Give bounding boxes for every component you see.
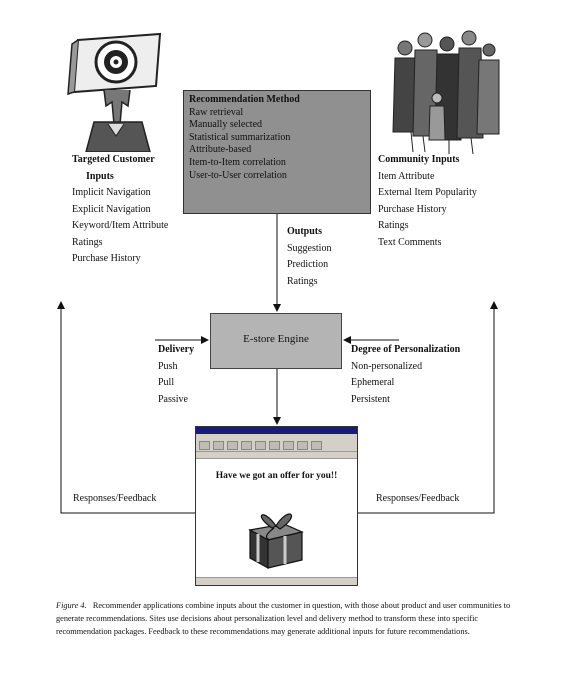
recommendation-method-box: Recommendation Method Raw retrieval Manu… [183,90,371,214]
engine-label: E-store Engine [243,333,309,345]
personalization-title: Degree of Personalization [351,344,461,355]
history-icon [297,441,308,450]
community-people-illustration [392,30,500,155]
favorites-icon [283,441,294,450]
outputs-list: Outputs Suggestion Prediction Ratings [287,224,331,290]
forward-icon [213,441,224,450]
delivery-item: Passive [158,393,188,405]
method-item: Raw retrieval [189,106,244,118]
delivery-list: Delivery Push Pull Passive [158,342,194,408]
gift-icon [248,513,304,570]
method-title: Recommendation Method [189,94,300,105]
target-illustration [67,32,162,152]
caption-text: Recommender applications combine inputs … [56,601,511,637]
figure-caption: Figure 4. Recommender applications combi… [56,599,521,639]
targeted-title-line2: Inputs [86,170,114,182]
delivery-item: Push [158,360,178,372]
print-icon [311,441,322,450]
community-item: External Item Popularity [378,187,477,198]
delivery-title: Delivery [158,344,195,355]
browser-menubar [196,434,357,440]
community-title: Community Inputs [378,154,460,165]
browser-toolbar [196,440,357,452]
community-item: Ratings [378,220,409,231]
back-icon [199,441,210,450]
search-icon [269,441,280,450]
targeted-item: Implicit Navigation [72,187,151,198]
method-item: Attribute-based [189,144,252,156]
home-icon [255,441,266,450]
browser-statusbar [196,577,357,585]
right-feedback-arrow [358,301,498,514]
outputs-title: Outputs [287,226,323,237]
browser-address-bar [196,452,357,459]
feedback-label-right: Responses/Feedback [376,493,460,504]
estore-engine-box: E-store Engine [210,313,342,369]
left-feedback-arrow [57,301,195,514]
targeted-item: Explicit Navigation [72,203,151,215]
outputs-item: Suggestion [287,242,332,254]
outputs-item: Prediction [287,259,329,270]
feedback-label-left: Responses/Feedback [73,493,157,504]
personalization-item: Non-personalized [351,360,423,372]
browser-titlebar [196,427,357,434]
community-item: Item Attribute [378,170,435,182]
targeted-inputs-list: Targeted Customer Inputs Implicit Naviga… [72,152,168,268]
community-item: Text Comments [378,236,442,248]
targeted-item: Keyword/Item Attribute [72,220,169,231]
offer-text: Have we got an offer for you!! [215,471,338,481]
refresh-icon [241,441,252,450]
targeted-title: Targeted Customer [72,154,155,165]
method-item: Manually selected [189,119,263,131]
targeted-item: Ratings [72,236,103,248]
method-item: Item-to-Item correlation [189,156,286,168]
personalization-list: Degree of Personalization Non-personaliz… [351,342,460,408]
method-item: User-to-User correlation [189,169,287,181]
browser-window-screenshot: Have we got an offer for you!! [195,426,358,586]
outputs-item: Ratings [287,275,318,287]
targeted-item: Purchase History [72,253,141,264]
browser-content: Have we got an offer for you!! [196,459,357,578]
community-item: Purchase History [378,203,447,215]
delivery-item: Pull [158,377,175,388]
community-inputs-list: Community Inputs Item Attribute External… [378,152,477,251]
caption-label: Figure 4. [56,601,87,610]
method-item: Statistical summarization [189,131,291,143]
personalization-item: Ephemeral [351,377,395,388]
personalization-item: Persistent [351,393,390,405]
stop-icon [227,441,238,450]
